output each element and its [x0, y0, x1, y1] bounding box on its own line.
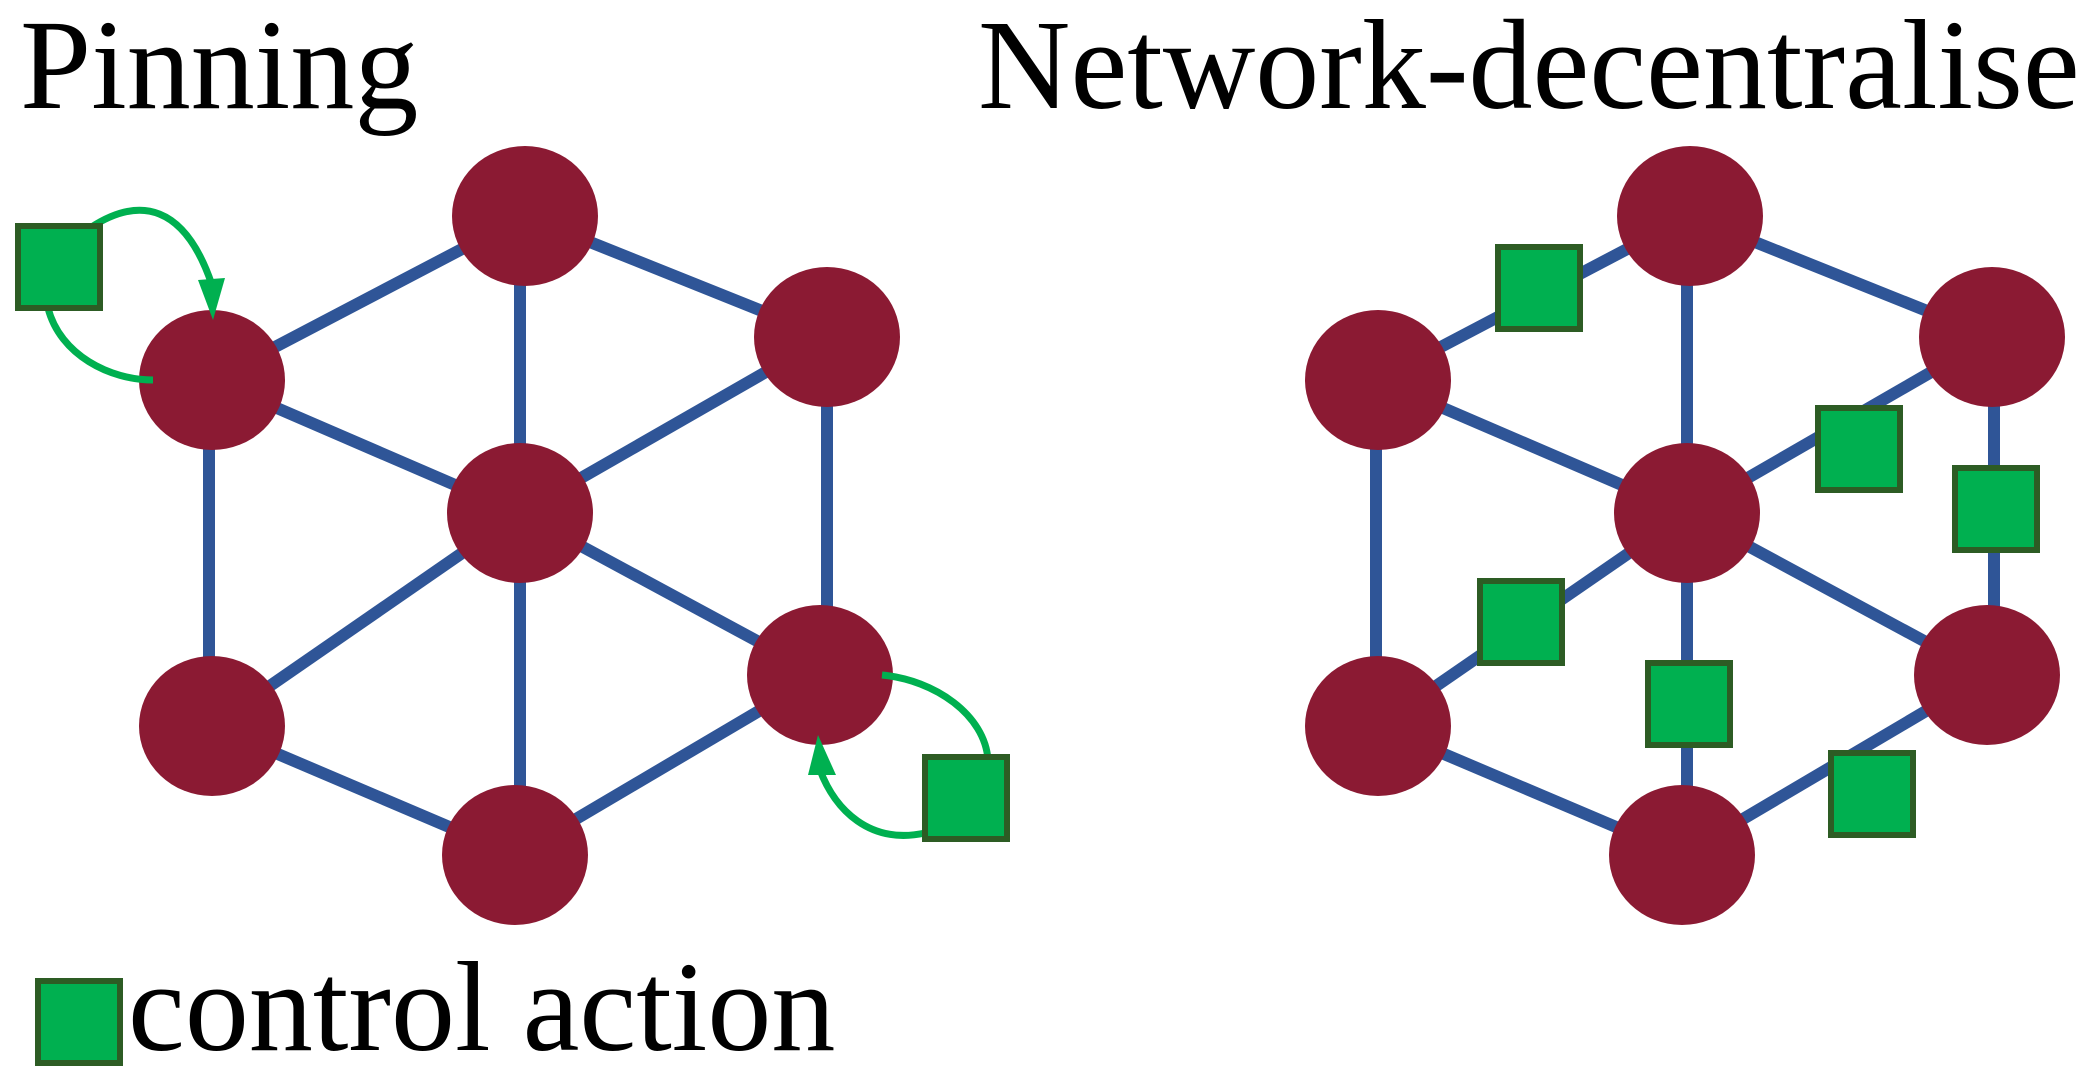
arrow-from-node [881, 671, 992, 761]
graph-node [452, 146, 598, 286]
legend: control action [35, 936, 835, 1072]
decentralised-controls-top [1477, 244, 2040, 838]
graph-node [1919, 267, 2065, 407]
graph-node [139, 310, 285, 450]
arrow-to-node [816, 768, 926, 839]
graph-node [447, 443, 593, 583]
graph-node [1609, 785, 1755, 925]
graph-node [747, 605, 893, 745]
control-action-square [1645, 660, 1733, 748]
arrowhead-icon [808, 735, 836, 775]
arrowhead-icon [198, 278, 225, 320]
control-action-square [1828, 750, 1916, 838]
control-action-square [922, 754, 1010, 842]
arrow-from-node [44, 307, 154, 384]
control-action-square [1477, 578, 1565, 666]
graph-node [1617, 146, 1763, 286]
pinning-nodes [139, 146, 900, 925]
control-action-square [1495, 244, 1583, 332]
pinning-graph [15, 146, 1010, 925]
decentralised-nodes [1305, 146, 2065, 925]
legend-control-square [35, 978, 123, 1066]
control-action-square [15, 223, 103, 311]
pinning-control-top-left [15, 206, 225, 384]
pinning-title: Pinning [20, 0, 418, 136]
graph-node [754, 267, 900, 407]
graph-node [442, 785, 588, 925]
control-action-square [1952, 465, 2040, 553]
control-action-square [1815, 405, 1903, 493]
legend-label: control action [128, 936, 835, 1072]
pinning-control-bottom-right [808, 671, 1010, 842]
graph-node [1914, 605, 2060, 745]
graph-node [1614, 443, 1760, 583]
graph-node [1305, 656, 1451, 796]
network-decentralised-title: Network-decentralised [978, 0, 2082, 136]
graph-node [1305, 310, 1451, 450]
decentralised-graph [1305, 146, 2065, 925]
arrow-to-node [88, 206, 216, 287]
graph-node [139, 656, 285, 796]
